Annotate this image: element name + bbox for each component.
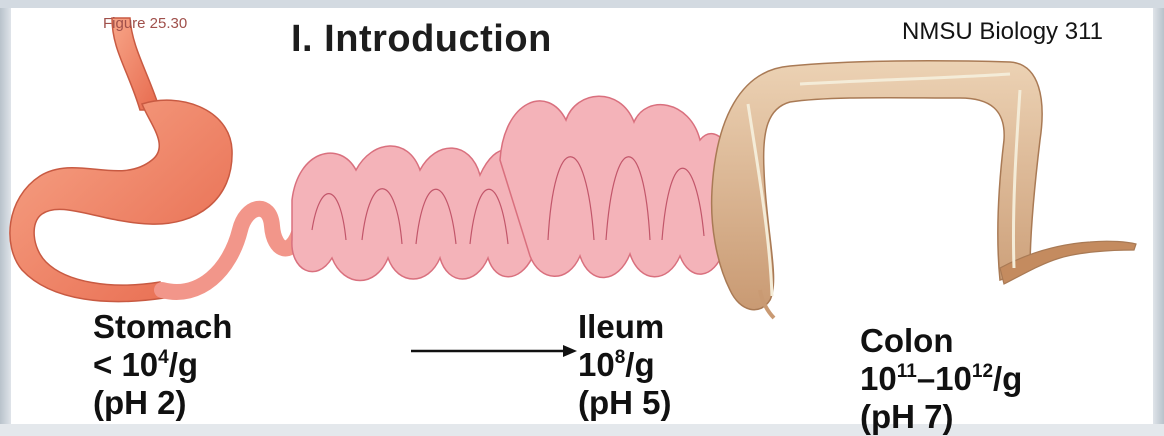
slide-title: I. Introduction bbox=[291, 18, 552, 61]
stomach-name: Stomach bbox=[93, 308, 232, 346]
colon-ph: (pH 7) bbox=[860, 398, 1022, 436]
ileum-ph: (pH 5) bbox=[578, 384, 672, 422]
colon-count: 1011–1012/g bbox=[860, 360, 1022, 398]
ileum-label-group: Ileum 108/g (pH 5) bbox=[578, 308, 672, 422]
small-intestine bbox=[292, 96, 731, 280]
colon-name: Colon bbox=[860, 322, 1022, 360]
arrow-icon bbox=[411, 344, 577, 358]
ileum-count: 108/g bbox=[578, 346, 672, 384]
stomach bbox=[10, 100, 232, 301]
figure-label: Figure 25.30 bbox=[103, 15, 187, 32]
stomach-ph: (pH 2) bbox=[93, 384, 232, 422]
colon bbox=[712, 61, 1136, 318]
stomach-label-group: Stomach < 104/g (pH 2) bbox=[93, 308, 232, 422]
ileum-name: Ileum bbox=[578, 308, 672, 346]
colon-label-group: Colon 1011–1012/g (pH 7) bbox=[860, 322, 1022, 436]
stomach-count: < 104/g bbox=[93, 346, 232, 384]
course-label: NMSU Biology 311 bbox=[902, 18, 1103, 46]
